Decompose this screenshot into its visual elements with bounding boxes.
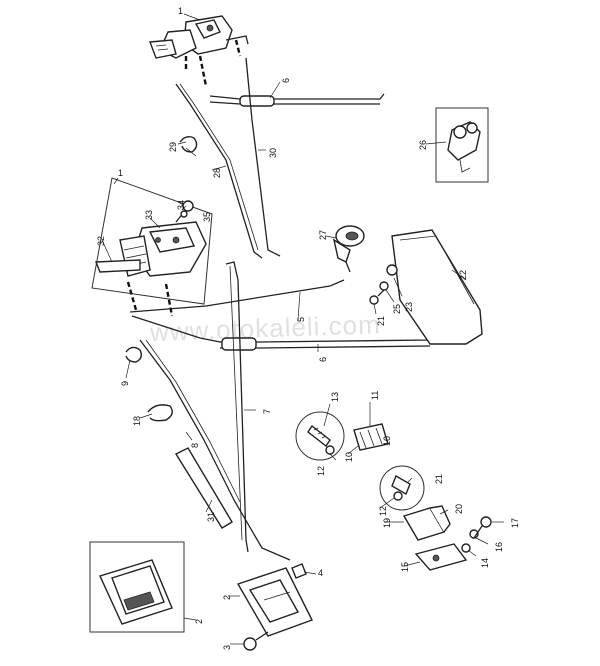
screw-21-upper [369,289,385,305]
clip-9 [125,346,143,363]
callout-31: 31 [206,512,216,522]
callout-10-a: 10 [344,452,354,462]
callout-25: 25 [392,304,402,314]
callout-11: 11 [370,391,380,400]
hinge-base-15 [414,543,468,571]
callout-27: 27 [318,230,328,240]
callout-7: 7 [262,409,272,414]
callout-13: 13 [330,392,340,402]
callout-5: 5 [296,317,306,322]
callout-21-upper: 21 [376,316,386,326]
callout-6-lower: 6 [318,357,328,362]
screw-3 [243,631,269,651]
callout-6-upper: 6 [281,78,291,83]
button-switch-26 [447,121,481,173]
actuator-27 [332,225,365,273]
callout-34: 34 [176,200,186,210]
bolt-17 [473,516,492,539]
callout-20: 20 [454,504,464,514]
callout-12-upper: 12 [316,466,326,476]
rod-30 [245,57,281,257]
hinge-19 [402,505,451,541]
washer-12-lower [393,491,403,501]
screw-13 [307,424,331,448]
callout-3: 3 [222,645,232,650]
nut-4 [291,563,307,579]
callout-21-lower: 21 [434,474,444,484]
callout-33: 33 [144,210,154,220]
washer-35 [180,210,188,218]
rod-7 [225,261,249,553]
washer-12-upper [325,445,335,455]
callout-12-lower: 12 [378,506,388,516]
rod-8 [139,339,291,561]
bracket-32 [94,259,141,273]
callout-35: 35 [202,212,212,222]
callout-1-upper: 1 [178,6,183,16]
detail-circle-13 [295,411,345,461]
callout-17: 17 [510,518,520,528]
switch-bezel-2 [99,559,173,625]
callout-26: 26 [418,140,428,150]
callout-4: 4 [318,568,323,578]
upper-lock-assembly [149,15,249,59]
callout-32: 32 [96,236,106,246]
rod-6-upper [209,93,385,100]
trim-strip-31 [175,447,233,529]
clip-29 [179,135,198,157]
lock-mechanism-33 [119,221,207,277]
upper-cable-c [234,39,242,57]
callout-29: 29 [168,142,178,152]
lower-cable-b [164,283,174,317]
lower-cable-a [126,281,138,311]
clip-18 [147,404,173,422]
detail-box-26 [435,107,489,183]
callout-2-box: 2 [194,619,204,624]
rod-28 [175,83,263,259]
callout-30: 30 [268,148,278,158]
washer-23 [386,264,398,276]
callout-16: 16 [494,542,504,552]
callout-10-b: 10 [382,436,392,446]
callout-2-handle: 2 [222,595,232,600]
rod-5 [129,279,345,313]
callout-18: 18 [132,416,142,426]
detail-circle-21 [379,465,425,511]
detail-box-lock [91,177,213,305]
callout-8: 8 [190,443,200,448]
callout-labels: 1 6 29 30 28 1 34 35 33 32 27 26 22 23 2… [96,6,520,650]
upper-cable-b [198,55,208,87]
screw-21-lower [391,474,411,496]
inner-panel-22 [391,229,483,345]
callout-23: 23 [404,302,414,312]
callout-15: 15 [400,562,410,572]
callout-22: 22 [458,270,468,280]
callout-9: 9 [120,381,130,386]
callout-28: 28 [212,168,222,178]
hinge-11 [353,423,389,451]
callout-14: 14 [480,558,490,568]
inner-handle-2 [236,567,313,637]
detail-box-2 [89,541,185,633]
callout-1-lower: 1 [118,168,123,178]
washer-25 [379,281,389,291]
screw-34 [175,200,194,223]
leader-lines [101,13,504,645]
callout-19: 19 [382,518,392,528]
